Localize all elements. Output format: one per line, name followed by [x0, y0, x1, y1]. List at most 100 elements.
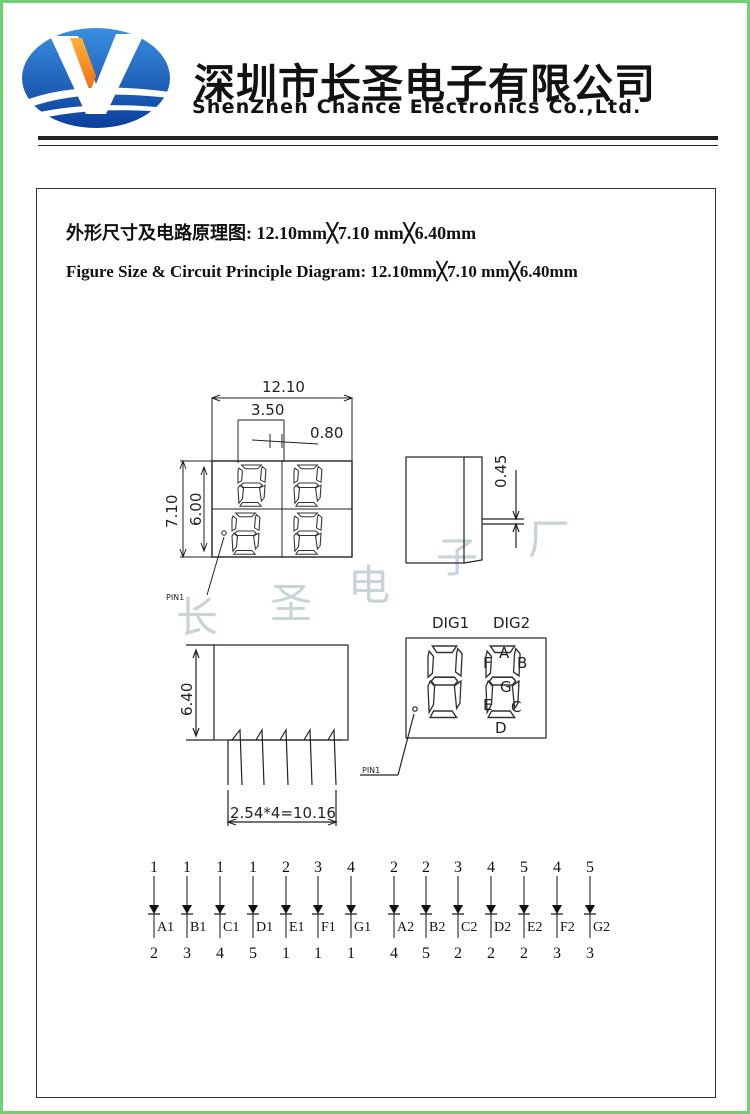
watermark-char: 圣 — [270, 579, 312, 628]
segment-letter-f: F — [483, 654, 492, 672]
anode-pin: 4 — [487, 859, 495, 876]
header-rule-thin — [38, 145, 718, 146]
anode-pin: 1 — [150, 859, 158, 876]
anode-pin: 5 — [520, 859, 528, 876]
dim-seg-gap: 0.80 — [310, 424, 343, 442]
anode-pin: 2 — [422, 859, 430, 876]
cathode-pin: 2 — [454, 945, 462, 962]
front-digits — [231, 464, 323, 555]
diode-b2: 2B2 5 — [420, 859, 445, 962]
segment-name: E1 — [289, 920, 305, 935]
digit2-label: DIG2 — [493, 614, 530, 632]
cathode-pin: 4 — [390, 945, 398, 962]
title-en: Figure Size & Circuit Principle Diagram:… — [66, 262, 578, 281]
circuit-diagram: 1A121B131C141D152E113F114G112A242B253C22… — [148, 859, 610, 962]
anode-pin: 4 — [347, 859, 355, 876]
dim-seg-width: 3.50 — [251, 401, 284, 419]
dim-pin-thickness: 0.45 — [492, 455, 510, 488]
segment-name: D1 — [256, 920, 273, 935]
cathode-pin: 1 — [282, 945, 290, 962]
company-name-en: ShenZhen Chance Electronics Co.,Ltd. — [192, 96, 642, 118]
segment-name: C1 — [223, 920, 239, 935]
diode-c2: 3C2 2 — [452, 859, 477, 962]
diode-icon — [486, 905, 496, 914]
diode-g1: 4G1 1 — [345, 859, 371, 962]
diode-icon — [215, 905, 225, 914]
segment-letter-c: C — [511, 698, 521, 716]
anode-pin: 4 — [553, 859, 561, 876]
anode-pin: 2 — [282, 859, 290, 876]
dim-height-inner: 6.00 — [187, 493, 205, 526]
company-name-cn: 深圳市长圣电子有限公司 — [194, 60, 656, 108]
company-logo-icon — [22, 28, 170, 128]
dim-depth: 6.40 — [178, 683, 196, 716]
segment-letter-d: D — [495, 719, 507, 737]
segment-name: A1 — [157, 920, 174, 935]
segment-name: G1 — [354, 920, 371, 935]
diode-a2: 2A2 4 — [388, 859, 414, 962]
watermark: 长 圣 电 子 厂 — [176, 515, 570, 642]
cathode-pin: 1 — [347, 945, 355, 962]
cathode-pin: 5 — [422, 945, 430, 962]
diode-icon — [182, 905, 192, 914]
anode-pin: 1 — [216, 859, 224, 876]
dim-pitch: 2.54*4=10.16 — [230, 804, 336, 822]
anode-pin: 1 — [249, 859, 257, 876]
diode-icon — [313, 905, 323, 914]
cathode-pin: 3 — [183, 945, 191, 962]
diode-icon — [389, 905, 399, 914]
diode-icon — [346, 905, 356, 914]
cathode-pin: 5 — [249, 945, 257, 962]
front-view — [179, 394, 354, 596]
pin1-label: PIN1 — [166, 593, 184, 602]
diode-d2: 4D2 2 — [485, 859, 511, 962]
diode-icon — [552, 905, 562, 914]
anode-pin: 3 — [454, 859, 462, 876]
diode-d1: 1D1 5 — [247, 859, 273, 962]
diode-f1: 3F1 1 — [312, 859, 336, 962]
diode-icon — [453, 905, 463, 914]
digit1-label: DIG1 — [432, 614, 469, 632]
side-view — [405, 456, 524, 564]
segment-letter-a: A — [499, 644, 510, 662]
cathode-pin: 2 — [520, 945, 528, 962]
header: 深圳市长圣电子有限公司 ShenZhen Chance Electronics … — [0, 0, 750, 160]
cathode-pin: 1 — [314, 945, 322, 962]
watermark-char: 长 — [176, 593, 218, 642]
cathode-pin: 3 — [586, 945, 594, 962]
diode-icon — [585, 905, 595, 914]
diode-c1: 1C1 4 — [214, 859, 239, 962]
diode-a1: 1A1 2 — [148, 859, 174, 962]
segment-letter-g: G — [500, 678, 512, 696]
watermark-char: 厂 — [528, 515, 570, 564]
diode-icon — [421, 905, 431, 914]
drawing-panel — [36, 188, 716, 1098]
anode-pin: 2 — [390, 859, 398, 876]
bottom-view — [186, 644, 349, 826]
segment-name: B1 — [190, 920, 206, 935]
diode-e1: 2E1 1 — [280, 859, 305, 962]
segment-name: A2 — [397, 920, 414, 935]
cathode-pin: 2 — [487, 945, 495, 962]
segment-view — [360, 637, 547, 776]
cathode-pin: 4 — [216, 945, 224, 962]
cathode-pin: 2 — [150, 945, 158, 962]
header-rule — [38, 136, 718, 140]
pin1-label-bottom: PIN1 — [362, 766, 380, 775]
cathode-pin: 3 — [553, 945, 561, 962]
watermark-char: 电 — [348, 561, 390, 610]
segment-name: D2 — [494, 920, 511, 935]
segment-name: C2 — [461, 920, 477, 935]
diode-icon — [281, 905, 291, 914]
dim-width: 12.10 — [262, 378, 305, 396]
segment-name: F1 — [321, 920, 336, 935]
anode-pin: 5 — [586, 859, 594, 876]
segment-name: B2 — [429, 920, 445, 935]
diode-icon — [248, 905, 258, 914]
diode-icon — [519, 905, 529, 914]
anode-pin: 3 — [314, 859, 322, 876]
segment-letter-e: E — [483, 696, 492, 714]
